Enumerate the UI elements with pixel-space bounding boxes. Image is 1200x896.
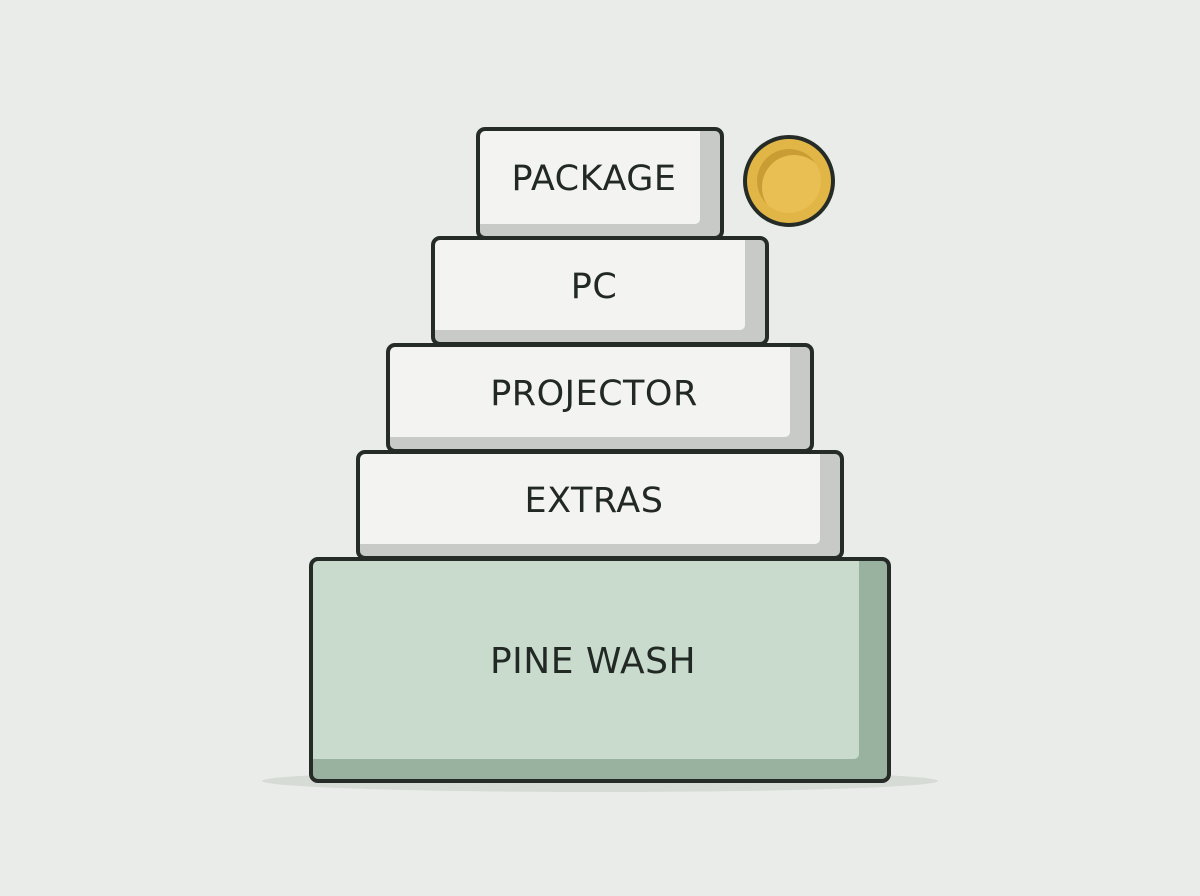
tier-package: PACKAGE <box>476 127 724 240</box>
tier-pine-wash: PINE WASH <box>309 557 891 783</box>
tier-label: EXTRAS <box>524 480 664 521</box>
tier-label: PACKAGE <box>511 159 677 199</box>
tier-label: PROJECTOR <box>490 373 698 414</box>
coin-icon <box>743 135 835 227</box>
tier-projector: PROJECTOR <box>386 343 814 453</box>
tier-label: PINE WASH <box>489 641 697 682</box>
tier-pc: PC <box>431 236 769 346</box>
coin-face <box>757 149 821 213</box>
tier-label: PC <box>570 266 618 307</box>
tier-extras: EXTRAS <box>356 450 844 560</box>
